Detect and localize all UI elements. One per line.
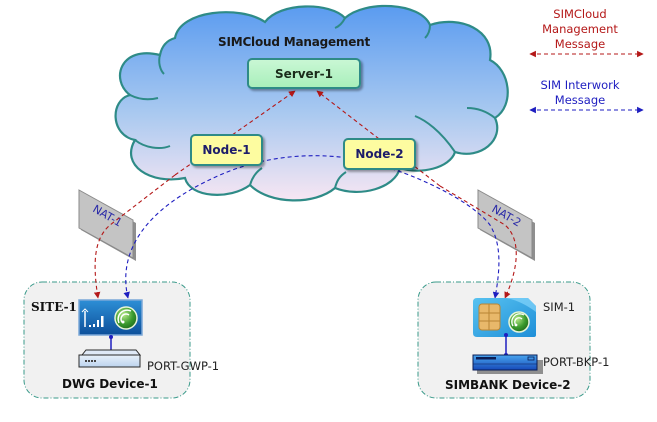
- node-2-label: Node-2: [355, 147, 404, 161]
- legend-interwork-label: SIM Interwork Message: [540, 78, 620, 107]
- site-1-label: SITE-1: [31, 300, 77, 314]
- site-2-boundary: [417, 281, 591, 399]
- server-1-box[interactable]: Server-1: [247, 58, 361, 89]
- dwg-gateway-icon: [78, 299, 143, 336]
- node-1-label: Node-1: [202, 143, 251, 157]
- dwg-device-icon: [78, 349, 142, 368]
- dwg-device-label: DWG Device-1: [62, 377, 158, 391]
- simbank-device-icon: [472, 354, 543, 374]
- interwork-message-paths: [123, 155, 500, 299]
- legend-management-label: SIMCloud Management Message: [542, 7, 618, 51]
- interwork-arc: [123, 155, 500, 299]
- legend: [529, 50, 644, 114]
- node-2-box[interactable]: Node-2: [343, 138, 416, 170]
- site-1-boundary: [23, 281, 191, 399]
- mgmt-path-site2: [439, 185, 517, 299]
- simbank-device-label: SIMBANK Device-2: [445, 378, 571, 392]
- nat-1: NAT-1: [78, 189, 136, 261]
- node-1-box[interactable]: Node-1: [190, 134, 263, 166]
- server-1-label: Server-1: [275, 66, 333, 81]
- mgmt-path-site1: [93, 174, 176, 299]
- port-bkp-label: PORT-BKP-1: [543, 355, 610, 369]
- port-gwp-label: PORT-GWP-1: [147, 359, 220, 373]
- cloud-title: SIMCloud Management: [218, 35, 371, 49]
- nat-2: NAT-2: [477, 189, 535, 261]
- sim-1-label: SIM-1: [543, 300, 576, 314]
- sim-card-icon: [473, 298, 536, 337]
